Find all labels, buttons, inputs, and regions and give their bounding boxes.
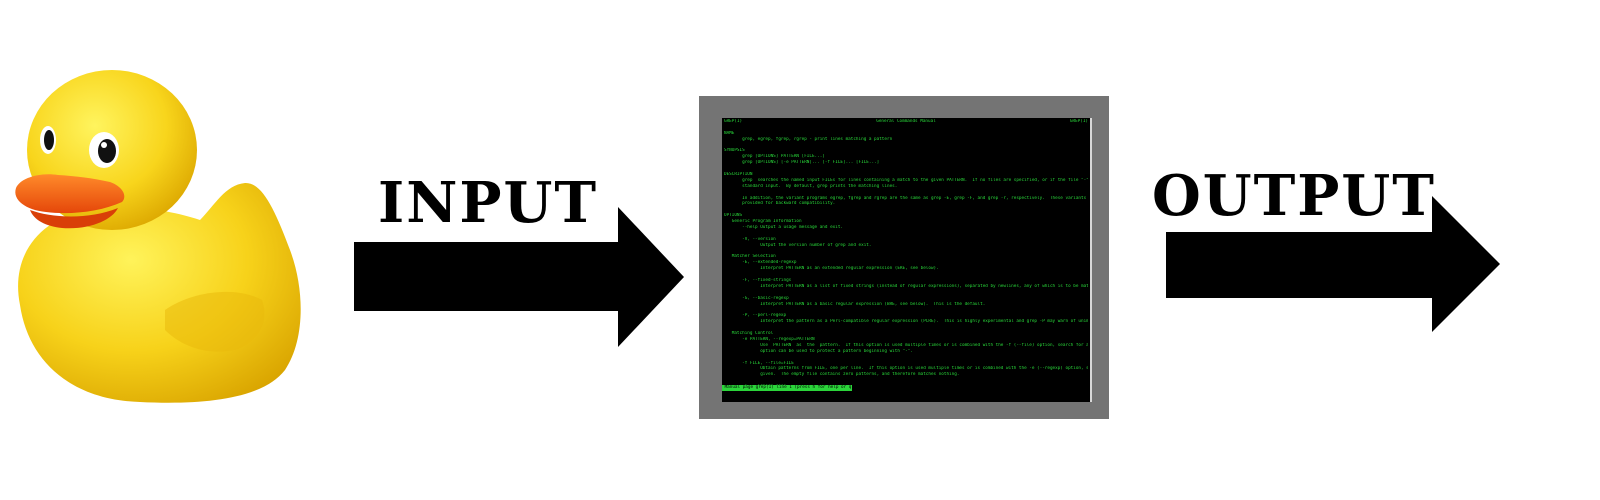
header-center: General Commands Manual	[876, 119, 936, 124]
man-page-line: -f FILE, --file=FILE	[724, 360, 794, 366]
man-page-line: Obtain patterns from FILE, one per line.…	[760, 366, 1088, 372]
output-arrow	[1166, 196, 1500, 332]
man-page-line: grep searches the named input FILEs for …	[742, 177, 1088, 183]
man-page-text: GREP(1) General Commands Manual GREP(1) …	[724, 119, 1088, 402]
man-page-line: Interpret PATTERN as an extended regular…	[724, 266, 939, 272]
man-page-line: standard input. By default, grep prints …	[724, 183, 898, 189]
man-page-line: Output the version number of grep and ex…	[724, 242, 872, 248]
man-page-line: grep, egrep, fgrep, rgrep - print lines …	[724, 136, 893, 142]
man-page-line: provided for backward compatibility.	[724, 201, 836, 207]
header-left: GREP(1)	[724, 119, 743, 124]
man-page-line: -G, --basic-regexp	[724, 295, 789, 301]
man-page-line: -E, --extended-regexp	[724, 260, 797, 266]
man-page-line: Matching Control	[724, 331, 774, 337]
man-page-line: In addition, the variant programs egrep,…	[742, 195, 1087, 201]
man-page-line: -e PATTERN, --regexp=PATTERN	[724, 336, 815, 342]
man-page-line: -F, --fixed-strings	[724, 278, 792, 284]
man-page-header: GREP(1) General Commands Manual GREP(1)	[724, 119, 1088, 125]
output-label: OUTPUT	[1152, 163, 1436, 229]
man-page-line: option can be used to protect a pattern …	[724, 348, 913, 354]
man-page-line: Interpret PATTERN as a basic regular exp…	[724, 301, 986, 307]
man-page-line: Generic Program Information	[724, 219, 802, 225]
terminal-screen: GREP(1) General Commands Manual GREP(1) …	[722, 118, 1092, 402]
man-page-line: OPTIONS	[724, 213, 743, 219]
terminal-monitor: GREP(1) General Commands Manual GREP(1) …	[699, 96, 1109, 419]
man-page-line: -V, --version	[724, 236, 776, 242]
man-page-line: -P, --perl-regexp	[724, 313, 787, 319]
man-page-line: Use PATTERN as the pattern. If this opti…	[760, 342, 1088, 348]
man-page-line: grep [OPTIONS] [-e PATTERN]... [-f FILE]…	[724, 160, 880, 166]
man-page-line: grep [OPTIONS] PATTERN [FILE...]	[724, 154, 825, 160]
input-label: INPUT	[378, 170, 598, 236]
rubber-duck-image	[15, 70, 301, 403]
man-page-line: --help Output a usage message and exit.	[724, 225, 843, 231]
header-right: GREP(1)	[1069, 119, 1088, 124]
man-page-line: NAME	[724, 130, 735, 136]
man-page-line: Interpret PATTERN as a list of fixed str…	[724, 283, 1088, 289]
input-arrow	[354, 207, 684, 347]
man-page-line: DESCRIPTION	[724, 172, 753, 178]
man-page-line: SYNOPSIS	[724, 148, 745, 154]
man-page-line: Matcher Selection	[724, 254, 776, 260]
pager-status-bar: Manual page grep(1) line 1 (press h for …	[722, 385, 852, 391]
man-page-line: given. The empty file contains zero patt…	[724, 372, 960, 378]
man-page-line: Interpret the pattern as a Perl-compatib…	[760, 319, 1088, 325]
